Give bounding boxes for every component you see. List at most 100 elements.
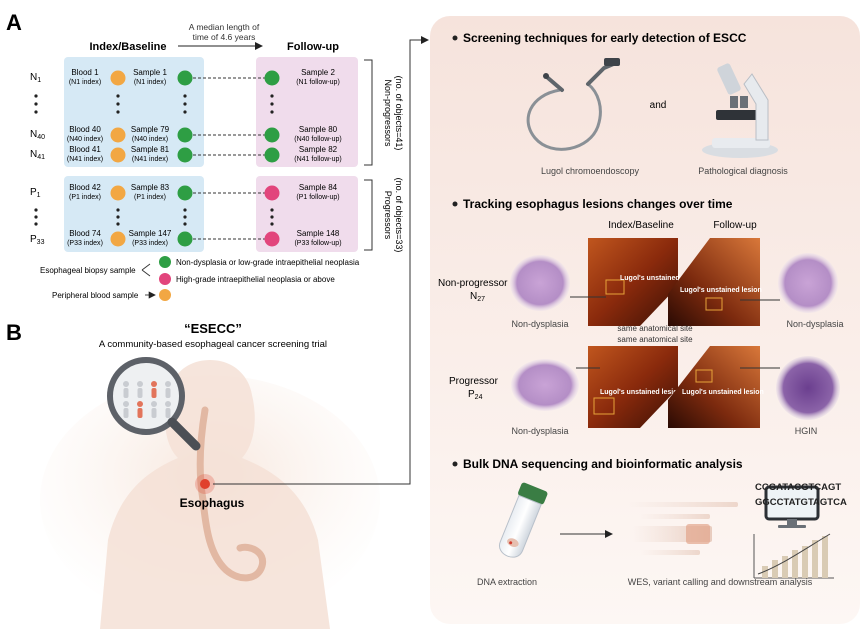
followup-label: Sample 148 xyxy=(297,229,340,238)
microscope-icon xyxy=(702,63,778,158)
bullet-1 xyxy=(452,35,458,41)
followup-sublabel: (P33 follow-up) xyxy=(294,240,341,247)
index-box-nonprog xyxy=(64,57,204,167)
blood-sample-dot xyxy=(110,70,126,86)
histology-nonprog-followup xyxy=(778,253,838,313)
followup-sublabel: (N1 follow-up) xyxy=(296,79,340,86)
legend-pink-label: High-grade intraepithelial neoplasia or … xyxy=(176,275,335,284)
group-label-prog: Progressors xyxy=(383,191,393,240)
row-n41: N41 Blood 41 (N41 index) Sample 81 (N41 … xyxy=(30,145,342,163)
legend-blood-label: Peripheral blood sample xyxy=(52,291,139,300)
header-follow-up: Follow-up xyxy=(287,41,339,53)
legend-biopsy-label: Esophageal biopsy sample xyxy=(40,266,136,275)
blood-label: Blood 74 xyxy=(69,229,101,238)
ellipsis-dots-prog xyxy=(34,208,274,226)
biopsy-dot-green xyxy=(177,185,193,201)
blood-sublabel: (N40 index) xyxy=(67,136,103,143)
and-label: and xyxy=(650,100,667,111)
histology-nonprog-index xyxy=(510,255,570,311)
row-label: P33 xyxy=(30,234,45,246)
endoscopy-nonprog-followup xyxy=(668,238,760,326)
esecc-subtitle: A community-based esophageal cancer scre… xyxy=(99,339,327,350)
lesion-box xyxy=(593,397,615,415)
bullet-3 xyxy=(452,461,458,467)
followup-box-nonprog xyxy=(256,57,358,167)
row-n40: N40 Blood 40 (N40 index) Sample 79 (N40 … xyxy=(30,125,342,143)
wes-caption: WES, variant calling and downstream anal… xyxy=(628,577,813,587)
followup-label: Sample 82 xyxy=(299,145,338,154)
blood-sample-dot xyxy=(110,127,126,143)
group-count-prog: (no. of objects=33) xyxy=(394,178,404,253)
ellipsis-dots-nonprog xyxy=(34,94,274,114)
dna-caption: DNA extraction xyxy=(477,577,537,587)
sample-label: Sample 147 xyxy=(129,229,172,238)
esecc-title: “ESECC” xyxy=(184,321,242,336)
biopsy-dot-green xyxy=(177,127,193,143)
magnifier-icon xyxy=(107,357,201,451)
lesion-marker xyxy=(200,479,210,489)
histology-caption-hgin: HGIN xyxy=(795,426,818,436)
esophagus-label: Esophagus xyxy=(180,496,245,510)
blood-label: Blood 40 xyxy=(69,125,101,134)
lesion-glow xyxy=(195,474,215,494)
followup-dot-green xyxy=(264,147,280,163)
body-silhouette xyxy=(100,360,330,629)
legend-brace xyxy=(141,263,151,277)
lugol-caption: Lugol chromoendoscopy xyxy=(541,166,640,176)
patho-caption: Pathological diagnosis xyxy=(698,166,788,176)
lesion-box xyxy=(605,279,625,295)
section3-title: Bulk DNA sequencing and bioinformatic an… xyxy=(463,457,743,471)
prog-id: P24 xyxy=(468,389,483,401)
panel-a-letter: A xyxy=(6,10,22,35)
lesion-label-2: Lugol's unstained lesion xyxy=(680,287,762,294)
legend-green-label: Non-dysplasia or low-grade intraepitheli… xyxy=(176,258,360,267)
group-label-nonprog: Non-progressors xyxy=(383,79,393,147)
followup-dot-green xyxy=(264,127,280,143)
legend-green-dot xyxy=(159,256,171,268)
blood-sublabel: (N1 index) xyxy=(69,79,101,86)
variant-plot-icon xyxy=(753,533,834,579)
duration-note-line2: time of 4.6 years xyxy=(193,32,256,42)
followup-sublabel: (N41 follow-up) xyxy=(294,156,342,163)
col-followup-label: Follow-up xyxy=(713,220,757,231)
histology-caption-3: Non-dysplasia xyxy=(511,426,568,436)
lesion-label-1: Lugol's unstained lesion xyxy=(620,275,702,282)
connector-arrow xyxy=(213,36,429,485)
same-site-1: same anatomical site xyxy=(617,324,693,333)
sample-label: Sample 1 xyxy=(133,68,167,77)
lesion-box xyxy=(695,369,713,383)
sample-sublabel: (P33 index) xyxy=(132,240,168,247)
histology-prog-followup xyxy=(776,356,840,420)
bracket-prog xyxy=(364,179,373,251)
followup-dot-pink xyxy=(264,185,280,201)
endoscope-icon xyxy=(526,58,620,151)
prog-label: Progressor xyxy=(449,376,499,387)
sequence-line-1: CCGATACGTCAGT xyxy=(755,482,841,493)
histology-caption-1: Non-dysplasia xyxy=(511,319,568,329)
nonprog-id: N27 xyxy=(470,291,485,303)
blood-label: Blood 41 xyxy=(69,145,101,154)
panel-b-letter: B xyxy=(6,320,22,345)
nonprog-label: Non-progressor xyxy=(438,278,508,289)
endoscopy-prog-index xyxy=(588,346,678,428)
col-index-label: Index/Baseline xyxy=(608,220,674,231)
sample-sublabel: (N1 index) xyxy=(134,79,166,86)
row-label: N40 xyxy=(30,129,45,141)
row-label: N1 xyxy=(30,72,41,84)
endoscopy-prog-followup xyxy=(668,346,760,428)
duration-note-line1: A median length of xyxy=(189,22,260,32)
sequence-line-2: GGCCTATGTAGTCA xyxy=(755,497,847,508)
section2-title: Tracking esophagus lesions changes over … xyxy=(463,197,733,211)
blood-label: Blood 1 xyxy=(71,68,99,77)
header-index-baseline: Index/Baseline xyxy=(89,41,166,53)
sample-label: Sample 79 xyxy=(131,125,170,134)
followup-dot-pink xyxy=(264,231,280,247)
legend-pink-dot xyxy=(159,273,171,285)
followup-sublabel: (P1 follow-up) xyxy=(296,194,339,201)
biopsy-dot-green xyxy=(177,147,193,163)
histology-prog-index xyxy=(511,359,579,411)
esophagus-tract xyxy=(196,406,267,582)
histology-caption-2: Non-dysplasia xyxy=(786,319,843,329)
blood-sublabel: (P1 index) xyxy=(69,194,101,201)
